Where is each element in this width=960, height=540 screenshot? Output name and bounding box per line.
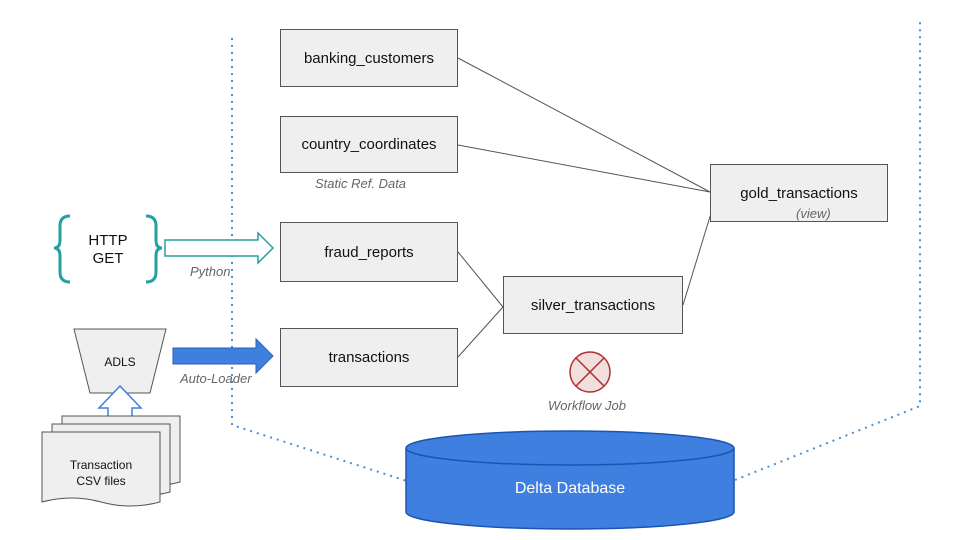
python-label: Python [190, 264, 231, 279]
csv-files-line1: Transaction [69, 458, 133, 472]
autoloader-label: Auto-Loader [180, 371, 252, 386]
http-line: HTTP [88, 232, 128, 249]
csv-files-label: Transaction CSV files [42, 457, 160, 489]
static-ref-data-label: Static Ref. Data [315, 176, 407, 191]
workflow-job-label: Workflow Job [548, 398, 627, 413]
connector-lines [457, 57, 713, 358]
delta-database-icon [405, 430, 735, 530]
country-coordinates-table[interactable]: country_coordinates [280, 116, 458, 173]
banking-customers-table[interactable]: banking_customers [280, 29, 458, 87]
view-label: (view) [796, 206, 831, 221]
gold-transactions-label: gold_transactions [740, 185, 858, 202]
csv-files-icon [41, 415, 181, 507]
transactions-table[interactable]: transactions [280, 328, 458, 387]
gold-transactions-view[interactable]: gold_transactions [710, 164, 888, 222]
delta-database-label: Delta Database [514, 480, 626, 497]
python-arrow-icon [164, 231, 275, 265]
http-get-text: HTTP GET [78, 232, 138, 268]
csv-files-line2: CSV files [76, 474, 126, 488]
http-braces-icon [53, 214, 163, 284]
silver-transactions-table[interactable]: silver_transactions [503, 276, 683, 334]
adls-label: ADLS [104, 355, 136, 369]
autoloader-arrow-icon [172, 337, 274, 375]
workspace-boundary [231, 20, 921, 483]
get-line: GET [92, 250, 124, 267]
fraud-reports-table[interactable]: fraud_reports [280, 222, 458, 282]
adls-container-icon [73, 328, 167, 394]
workflow-job-icon [569, 351, 611, 393]
